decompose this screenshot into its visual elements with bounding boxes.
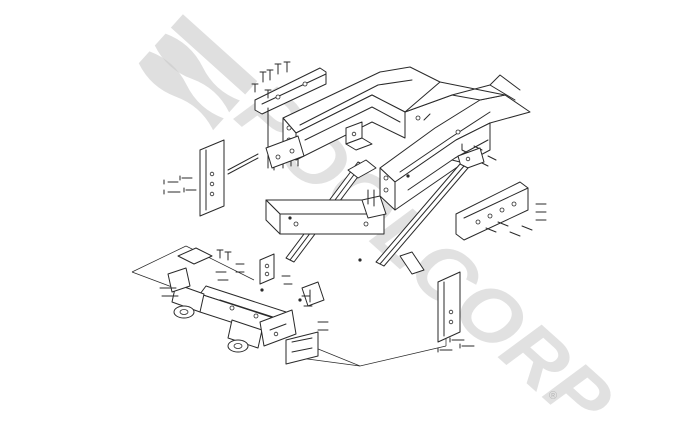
tow-hook-right [227,319,263,353]
loose-fastener-dots [260,174,410,302]
side-plate-left [199,139,259,217]
watermark-brand-text: POOLCORP [221,65,630,429]
mount-bracket-center [259,253,275,285]
lower-side-plate-right [437,271,461,343]
registered-trademark-symbol: ® [549,390,557,402]
bolt-set-left [163,175,197,195]
receiver-cross-tube [265,199,385,235]
l-bracket-small [345,121,373,151]
lower-clamp-plate [285,331,319,365]
bolt-set-side-plate [485,203,547,237]
frame-crossmember [404,74,521,113]
hitch-end-bracket-right [259,309,297,347]
pool-waves-logo-icon [138,14,258,131]
tube-mount-bracket [361,189,387,219]
mount-bracket-right [301,281,325,307]
spacer-plate [399,251,425,275]
bolt-set-top [251,61,291,99]
upper-mounting-bracket [254,67,327,115]
side-plate-right [455,181,529,241]
pull-plate-small [177,247,213,265]
clamp-plate-left [265,135,305,169]
hitch-end-bracket-left [159,267,191,297]
diagonal-brace-right [375,163,469,267]
bolt-set-lower [215,249,329,331]
tow-hook-left [171,283,205,319]
bolt-set-lower-right [437,337,475,353]
